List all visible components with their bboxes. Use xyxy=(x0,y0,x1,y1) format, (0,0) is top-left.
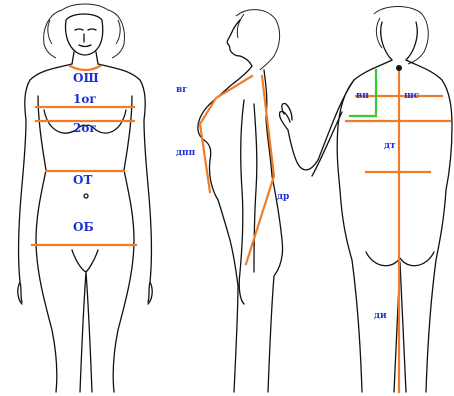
back-hand xyxy=(279,103,292,130)
back-figure: вп шс дт ди xyxy=(279,7,452,393)
neck-girth-line xyxy=(70,66,100,70)
front-legs-inner xyxy=(72,250,98,392)
front-torso-right xyxy=(98,64,152,302)
hip-girth-label: ОБ xyxy=(73,220,94,234)
back-torso-left xyxy=(337,60,392,392)
side-bust-point-line xyxy=(200,124,210,192)
front-neck xyxy=(72,52,98,64)
side-front-length-label: др xyxy=(277,192,289,202)
front-face-features xyxy=(75,29,96,47)
back-torso-right xyxy=(406,60,452,392)
front-figure: ОШ 1ог 2ог ОТ ОБ xyxy=(18,4,152,392)
back-neck-height-label: вп xyxy=(356,91,369,101)
neck-girth-label: ОШ xyxy=(73,71,99,85)
side-figure: вг дпп др xyxy=(176,10,289,392)
back-shoulder-width-label: шс xyxy=(404,91,420,101)
front-torso-left xyxy=(19,64,73,302)
bust1-girth-label: 1ог xyxy=(73,92,97,106)
side-hair xyxy=(236,10,280,70)
back-length-label: дт xyxy=(384,141,396,151)
back-head xyxy=(381,22,418,60)
side-bust-point-label: дпп xyxy=(176,148,196,158)
waist-girth-label: ОТ xyxy=(73,173,92,187)
back-hair xyxy=(374,7,428,65)
side-head xyxy=(227,20,252,66)
front-navel xyxy=(84,194,88,198)
front-hair xyxy=(44,4,125,58)
side-front-length-line xyxy=(246,76,274,264)
bust2-girth-label: 2ог xyxy=(73,121,97,135)
back-neck-point xyxy=(396,65,402,71)
back-raised-arm xyxy=(288,80,354,176)
side-chest-height-label: вг xyxy=(176,85,188,95)
side-arm xyxy=(239,100,257,304)
back-product-length-label: ди xyxy=(374,311,387,321)
